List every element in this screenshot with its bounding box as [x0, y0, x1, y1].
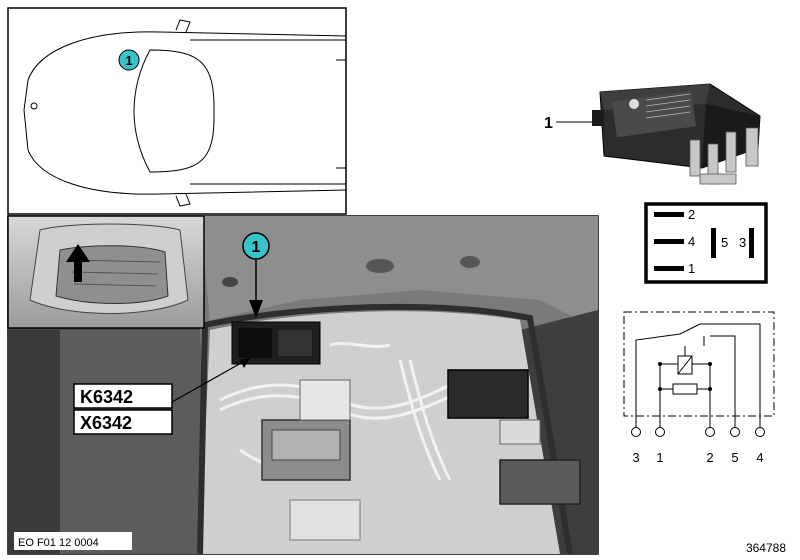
photo-callout-number: 1: [252, 239, 261, 256]
pin-label-5: 5: [721, 235, 728, 250]
photo-reference: EO F01 12 0004: [14, 532, 132, 550]
part-item-number: 1: [544, 115, 553, 132]
pin-label-3: 3: [739, 235, 746, 250]
terminal-label-1: 1: [656, 450, 663, 465]
relay-in-photo: [231, 321, 321, 365]
terminal-label-3: 3: [632, 450, 639, 465]
photo-callout: 1: [242, 232, 270, 318]
car-outline: [23, 19, 347, 207]
location-arrow-icon: [66, 244, 90, 282]
engine-bay-photo: [7, 215, 599, 555]
car-location-callout: 1: [118, 49, 140, 71]
connector-label-x6342: X6342: [80, 413, 132, 433]
relay-circuit-schematic: 3 1 2 5 4: [623, 311, 775, 465]
car-top-view-panel: 1: [7, 7, 347, 215]
terminal-label-4: 4: [756, 450, 763, 465]
terminal-label-2: 2: [706, 450, 713, 465]
photo-reference-label: EO F01 12 0004: [18, 537, 99, 549]
pin-label-1: 1: [688, 261, 695, 276]
terminal-label-5: 5: [731, 450, 738, 465]
connector-labels: K6342 X6342: [73, 357, 251, 435]
pin-label-4: 4: [688, 234, 695, 249]
connector-label-k6342: K6342: [80, 387, 133, 407]
drawing-number: 364788: [746, 541, 786, 555]
car-callout-number: 1: [125, 53, 132, 68]
relay-part-illustration: 1: [544, 83, 761, 185]
relay-pin-layout: 2 4 1 5 3: [644, 202, 768, 284]
engine-bay-inset: [7, 215, 205, 329]
pin-label-2: 2: [688, 207, 695, 222]
